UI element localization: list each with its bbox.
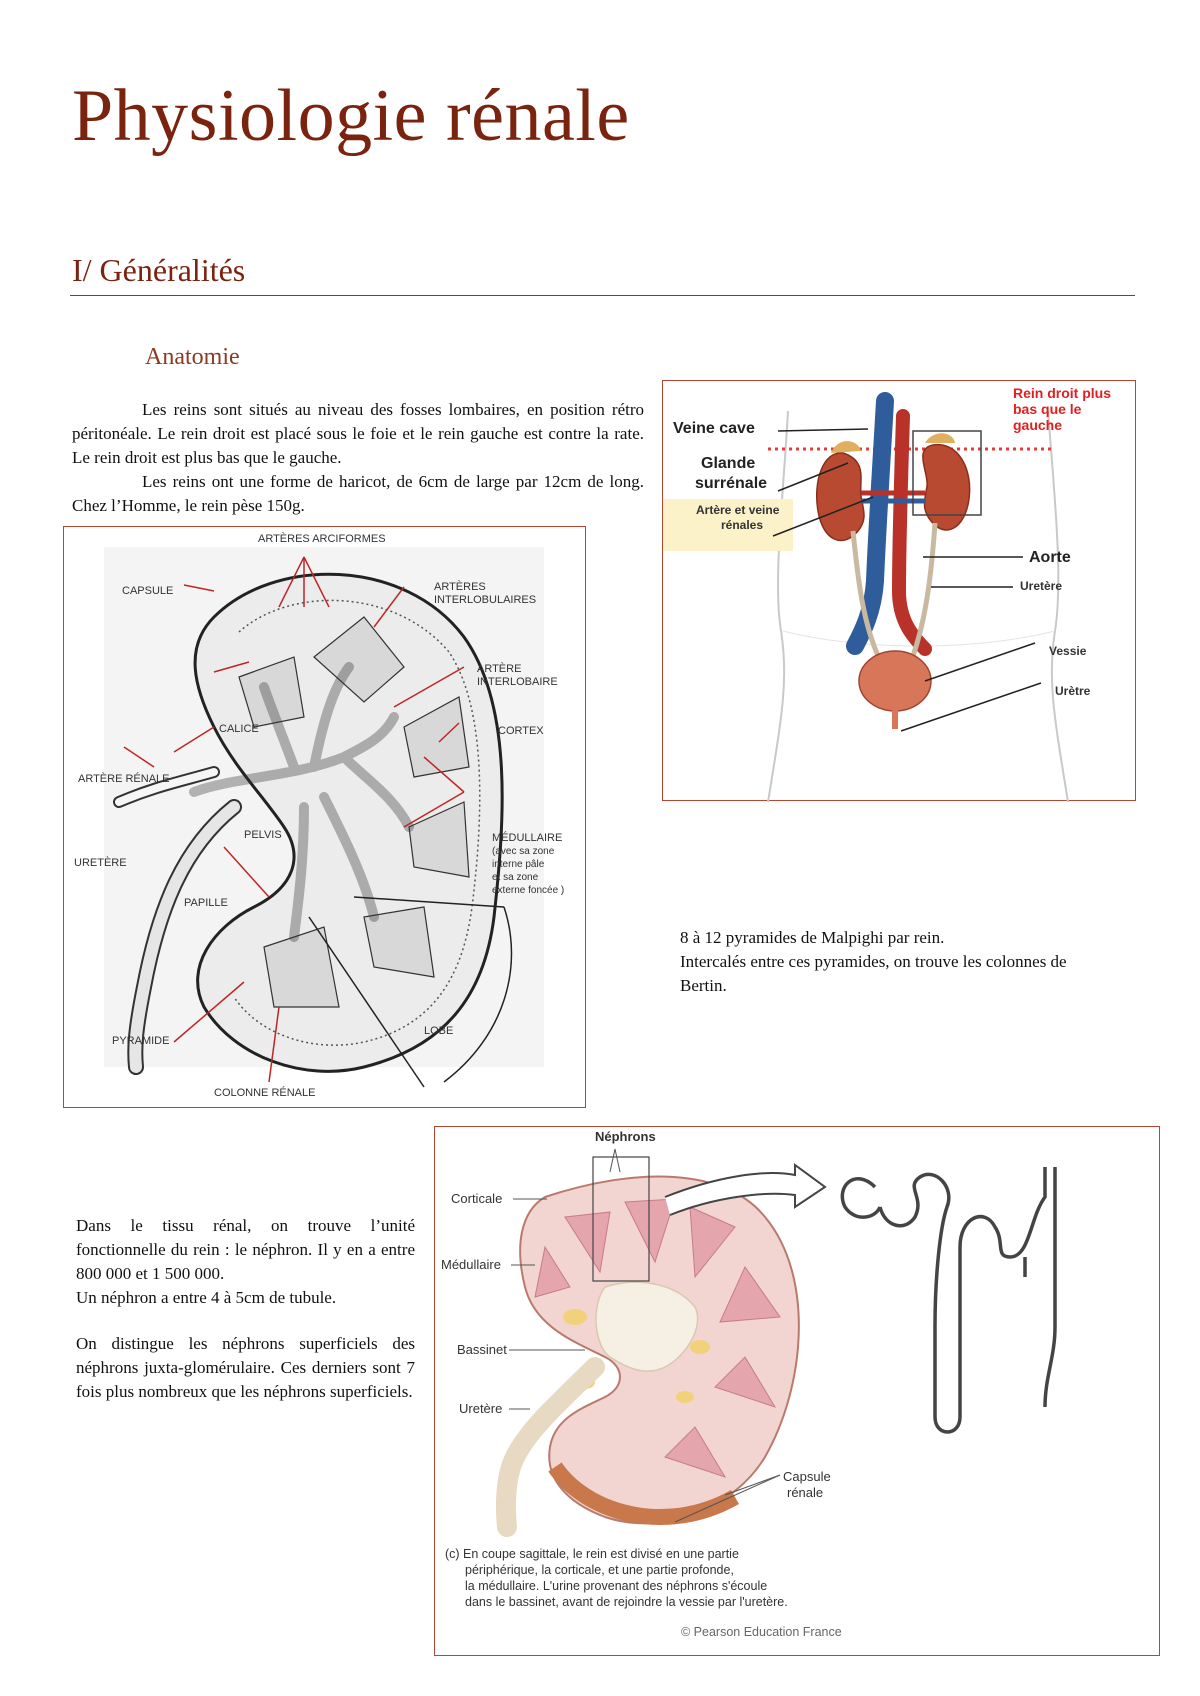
figure-kidney-anatomy: ARTÈRES ARCIFORMES CAPSULE ARTÈRES INTER… — [63, 526, 586, 1108]
label-nephrons: Néphrons — [595, 1129, 656, 1144]
figure-urinary-system: Rein droit plus bas que le gauche Veine … — [662, 380, 1136, 801]
kidney-diagram — [64, 527, 587, 1109]
label-arteres-interlobulaires-1: ARTÈRES — [434, 581, 486, 594]
label-veine-cave: Veine cave — [673, 419, 755, 438]
intro-text: Les reins sont situés au niveau des foss… — [72, 398, 644, 518]
label-capsule-1: Capsule — [783, 1469, 831, 1484]
label-uretere: Uretère — [1020, 580, 1062, 593]
label-pyramide: PYRAMIDE — [112, 1035, 169, 1048]
label-uretere: URETÈRE — [74, 857, 127, 870]
label-uretre: Urètre — [1055, 685, 1090, 698]
label-uretere: Uretère — [459, 1401, 502, 1416]
label-artere-veine: Artère et veine — [696, 504, 779, 517]
caption-line-2: périphérique, la corticale, et une parti… — [465, 1563, 734, 1578]
paragraph-shape: Les reins ont une forme de haricot, de 6… — [72, 470, 644, 518]
paragraph-bertin: Intercalés entre ces pyramides, on trouv… — [680, 950, 1080, 998]
label-glande: Glande — [701, 454, 755, 473]
paragraph-tubule: Un néphron a entre 4 à 5cm de tubule. — [76, 1286, 415, 1310]
pyramides-text: 8 à 12 pyramides de Malpighi par rein. I… — [680, 926, 1080, 998]
figure-kidney-section: Néphrons Corticale Médullaire Bassinet U… — [434, 1126, 1160, 1656]
label-renales: rénales — [721, 519, 763, 532]
note-right-kidney-lower: Rein droit plus bas que le gauche — [1013, 385, 1133, 433]
label-pelvis: PELVIS — [244, 829, 282, 842]
urinary-system-illustration — [663, 381, 1137, 802]
label-medullaire-2: (avec sa zone — [492, 845, 554, 858]
subsection-heading: Anatomie — [145, 344, 240, 371]
label-cortex: CORTEX — [498, 725, 544, 738]
caption-line-1: (c) En coupe sagittale, le rein est divi… — [445, 1547, 739, 1562]
label-colonne-renale: COLONNE RÉNALE — [214, 1087, 315, 1100]
label-corticale: Corticale — [451, 1191, 502, 1206]
label-arteres-arciformes: ARTÈRES ARCIFORMES — [258, 533, 386, 546]
label-vessie: Vessie — [1049, 645, 1086, 658]
label-medullaire-5: externe foncée ) — [492, 884, 564, 897]
paragraph-location: Les reins sont situés au niveau des foss… — [72, 398, 644, 470]
page-title: Physiologie rénale — [72, 74, 630, 159]
label-artere-renale: ARTÈRE RÉNALE — [78, 773, 170, 786]
label-arteres-interlobulaires-2: INTERLOBULAIRES — [434, 594, 536, 607]
label-calice: CALICE — [219, 723, 259, 736]
label-capsule-2: rénale — [787, 1485, 823, 1500]
label-aorte: Aorte — [1029, 548, 1071, 567]
label-lobe: LOBE — [424, 1025, 453, 1038]
label-medullaire-4: et sa zone — [492, 871, 538, 884]
section-heading: I/ Généralités — [72, 252, 245, 289]
caption-line-4: dans le bassinet, avant de rejoindre la … — [465, 1595, 788, 1610]
nephron-text: Dans le tissu rénal, on trouve l’unité f… — [76, 1214, 415, 1404]
label-artere-interlobaire-2: INTERLOBAIRE — [477, 676, 558, 689]
label-medullaire-1: MÉDULLAIRE — [492, 832, 562, 845]
label-papille: PAPILLE — [184, 897, 228, 910]
label-capsule: CAPSULE — [122, 585, 173, 598]
paragraph-nephron-types: On distingue les néphrons superficiels d… — [76, 1332, 415, 1404]
label-bassinet: Bassinet — [457, 1342, 507, 1357]
label-medullaire: Médullaire — [441, 1257, 501, 1272]
label-surrenale: surrénale — [695, 474, 767, 493]
paragraph-pyramides: 8 à 12 pyramides de Malpighi par rein. — [680, 926, 1080, 950]
label-artere-interlobaire-1: ARTÈRE — [477, 663, 521, 676]
copyright-notice: © Pearson Education France — [681, 1625, 842, 1640]
caption-line-3: la médullaire. L'urine provenant des nép… — [465, 1579, 767, 1594]
section-divider — [70, 295, 1135, 296]
paragraph-nephron-unit: Dans le tissu rénal, on trouve l’unité f… — [76, 1214, 415, 1286]
label-medullaire-3: interne pâle — [492, 858, 544, 871]
